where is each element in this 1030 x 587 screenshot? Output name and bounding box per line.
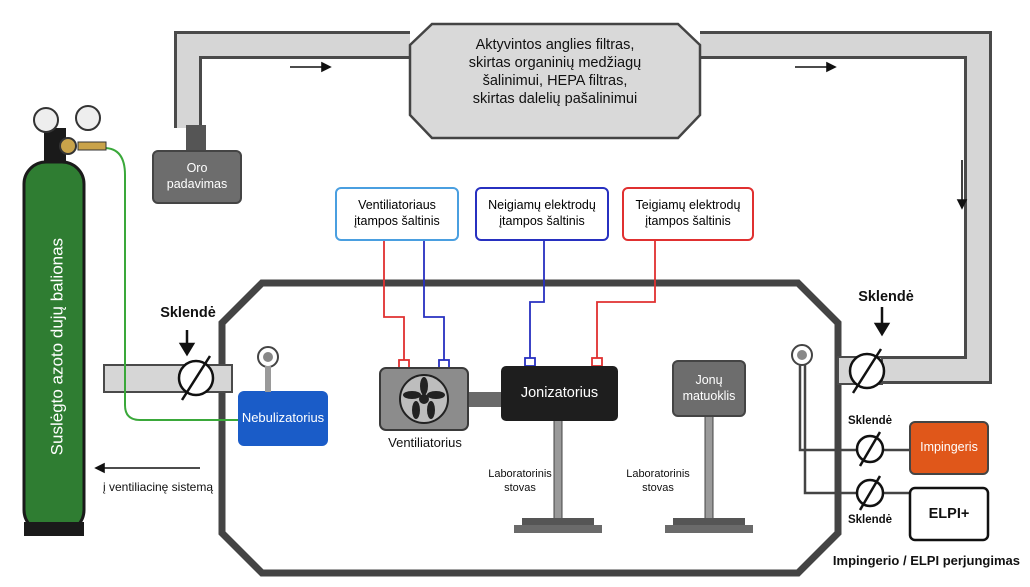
stand-left-line-1: Laboratorinis bbox=[488, 468, 552, 480]
valve-elpi bbox=[855, 475, 885, 511]
switching-label: Impingerio / ELPI perjungimas bbox=[832, 553, 1020, 568]
impinger-box bbox=[909, 421, 989, 475]
valve-impinger bbox=[855, 431, 885, 467]
filter-line-4: skirtas dalelių pašalinimui bbox=[472, 91, 638, 108]
ion-meter-label: Jonų matuoklis bbox=[673, 361, 745, 416]
valve-elpi-label: Sklendė bbox=[847, 514, 893, 526]
fan-label: Ventiliatorius bbox=[388, 435, 462, 450]
filter-line-3: šalinimui, HEPA filtras, bbox=[482, 73, 628, 90]
air-duct bbox=[174, 31, 992, 384]
fan-duct bbox=[467, 392, 501, 407]
gas-cylinder bbox=[22, 105, 107, 536]
flow-arrows bbox=[94, 61, 968, 474]
cylinder-label: Suslėgto azoto dujų balionas bbox=[47, 237, 67, 456]
chamber-port-right bbox=[791, 344, 813, 366]
fan-power-box bbox=[335, 187, 459, 241]
nebulizer-label: Nebulizatorius bbox=[241, 410, 325, 426]
ionizer-box bbox=[501, 366, 618, 421]
stand-right-label: Laboratorinis stovas bbox=[608, 468, 708, 496]
ion-meter-line-2: matuoklis bbox=[682, 388, 736, 403]
filter-line-2: skirtas organinių medžiagų bbox=[468, 55, 642, 72]
positive-power-box bbox=[622, 187, 754, 241]
valve-impinger-label: Sklendė bbox=[847, 415, 893, 427]
valve-right-label: Sklendė bbox=[858, 289, 914, 305]
elpi-label: ELPI+ bbox=[928, 505, 970, 522]
valve-left-label: Sklendė bbox=[160, 305, 216, 321]
air-supply-line-1: Oro bbox=[186, 161, 208, 176]
power-wires bbox=[383, 240, 656, 360]
stand-right-line-1: Laboratorinis bbox=[626, 468, 690, 480]
air-supply-label: Oro padavimas bbox=[153, 151, 241, 203]
stand-right-line-2: stovas bbox=[642, 481, 674, 494]
air-supply-neck bbox=[186, 125, 206, 153]
negative-power-line-2: įtampos šaltinis bbox=[499, 214, 585, 228]
negative-power-label: Neigiamų elektrodų įtampos šaltinis bbox=[476, 188, 608, 240]
fan-power-label: Ventiliatoriaus įtampos šaltinis bbox=[336, 188, 458, 240]
air-supply-box bbox=[152, 150, 242, 204]
fan-power-line-1: Ventiliatoriaus bbox=[358, 198, 436, 213]
negative-power-line-1: Neigiamų elektrodų bbox=[488, 198, 596, 213]
negative-power-box bbox=[475, 187, 609, 241]
valve-left bbox=[177, 355, 215, 401]
positive-power-label: Teigiamų elektrodų įtampos šaltinis bbox=[623, 188, 753, 240]
stand-left-label: Laboratorinis stovas bbox=[470, 468, 570, 496]
stand-left-line-2: stovas bbox=[504, 481, 536, 494]
elpi-box bbox=[908, 486, 990, 542]
filter-label: Aktyvintos anglies filtras, skirtas orga… bbox=[420, 36, 690, 109]
ion-meter-line-1: Jonų bbox=[695, 372, 723, 387]
ionizer-label: Jonizatorius bbox=[520, 385, 599, 402]
chamber-port-left bbox=[257, 346, 279, 392]
air-supply-line-2: padavimas bbox=[166, 177, 228, 191]
filter-line-1: Aktyvintos anglies filtras, bbox=[475, 37, 635, 53]
filter-unit bbox=[408, 22, 702, 140]
valve-right bbox=[848, 348, 886, 394]
positive-power-line-2: įtampos šaltinis bbox=[645, 214, 731, 228]
positive-power-line-1: Teigiamų elektrodų bbox=[635, 198, 741, 213]
fan-unit bbox=[379, 367, 469, 431]
fan-power-line-2: įtampos šaltinis bbox=[354, 214, 440, 228]
valve-arrows bbox=[178, 307, 891, 357]
ion-meter-box bbox=[672, 360, 746, 417]
nitrogen-tube bbox=[103, 147, 238, 421]
impinger-label: Impingeris bbox=[920, 440, 978, 455]
nebulizer-box bbox=[238, 391, 328, 446]
ventilation-label: į ventiliacinę sistemą bbox=[102, 480, 214, 494]
